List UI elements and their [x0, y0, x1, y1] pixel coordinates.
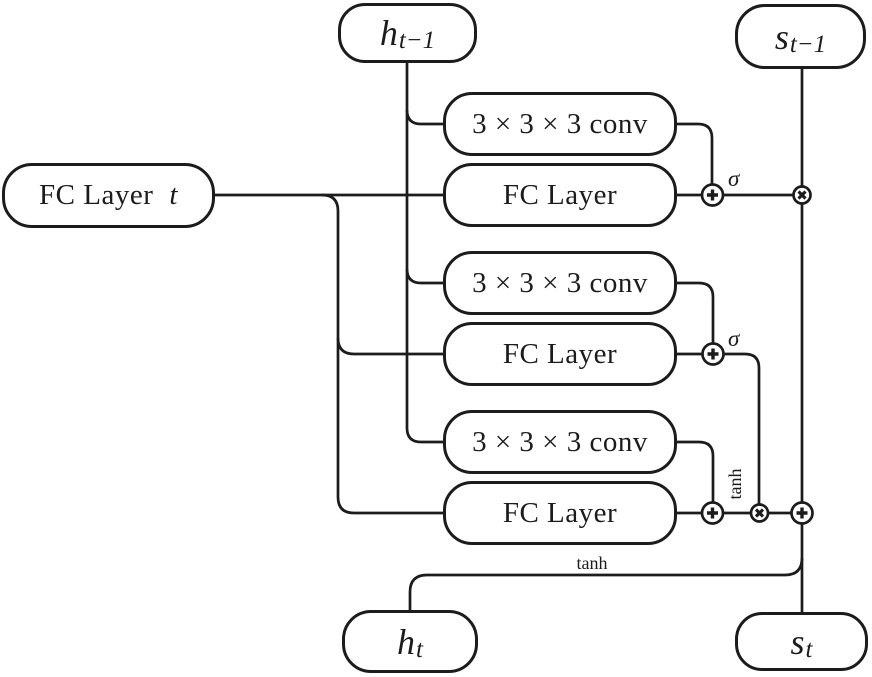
conv-2-label: 3 × 3 × 3 conv	[472, 266, 648, 299]
wire-tanh-to-hout	[408, 557, 804, 612]
conv-3-label: 3 × 3 × 3 conv	[472, 425, 648, 458]
wire-conv3-to-plus3	[677, 440, 715, 504]
s-out-base: s	[790, 621, 805, 662]
wire-conv2-to-plus2	[677, 281, 715, 345]
node-conv-1: 3 × 3 × 3 conv	[443, 92, 677, 156]
times-circle-icon-2	[749, 503, 770, 523]
fc-input-var: t	[169, 179, 178, 211]
sigma-label-1: σ	[728, 166, 740, 191]
s-prev-base: s	[774, 16, 789, 57]
s-prev-subscript: t−1	[789, 30, 827, 58]
fc-2-label: FC Layer	[502, 337, 618, 370]
node-fc-2: FC Layer	[443, 322, 677, 386]
fc-1-label: FC Layer	[502, 178, 618, 211]
h-prev-base: h	[379, 13, 398, 53]
node-conv-3: 3 × 3 × 3 conv	[443, 410, 677, 474]
wire-hprev-branch-conv2	[405, 268, 443, 285]
sigma-label-2: σ	[728, 326, 740, 351]
tanh-label-vertical: tanh	[725, 468, 745, 500]
wire-hprev-stem-to-conv3	[405, 62, 443, 444]
wire-hprev-branch-conv1	[405, 109, 443, 126]
h-out-subscript: t	[416, 635, 423, 663]
fc-input-label: FC Layer	[39, 179, 154, 211]
h-prev-subscript: t−1	[398, 27, 436, 54]
wire-fcinput-drop-to-fc3	[321, 193, 443, 515]
node-fc-input: FC Layer t	[2, 163, 215, 228]
plus-circle-icon-2	[701, 342, 725, 366]
fc-3-label: FC Layer	[502, 496, 618, 529]
s-out-subscript: t	[805, 635, 813, 663]
plus-circle-icon-3	[700, 501, 725, 525]
tanh-label-horizontal: tanh	[576, 553, 608, 573]
wire-conv1-to-plus1	[677, 122, 714, 186]
node-fc-1: FC Layer	[443, 163, 677, 227]
wire-fcinput-branch-fc2	[336, 337, 443, 356]
node-conv-2: 3 × 3 × 3 conv	[443, 251, 677, 315]
h-out-base: h	[397, 621, 416, 662]
times-circle-icon-1	[792, 185, 812, 205]
wire-plus2-to-times2	[723, 352, 761, 505]
node-fc-3: FC Layer	[443, 481, 677, 545]
plus-circle-icon-1	[700, 183, 725, 207]
conv-1-label: 3 × 3 × 3 conv	[472, 107, 648, 140]
plus-circle-icon-4	[790, 501, 814, 525]
